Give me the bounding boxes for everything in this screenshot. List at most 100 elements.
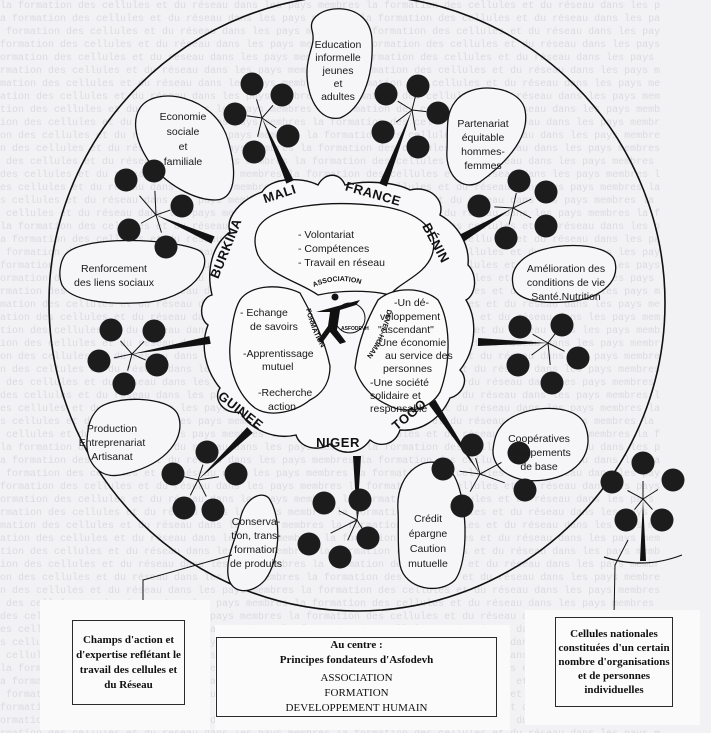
field-label-line: Artisanat	[91, 451, 133, 463]
field-label-line: Entreprenariat	[79, 437, 146, 449]
cell-tree	[459, 169, 558, 250]
cell-tree	[477, 313, 590, 395]
petal-right-text-line: -Une économie	[375, 337, 446, 349]
field-label-line: de base	[520, 461, 558, 473]
tree-branch	[512, 193, 517, 209]
field-bubble-education	[306, 8, 373, 119]
member-dot	[297, 532, 321, 556]
member-dot	[494, 226, 518, 250]
member-dot	[374, 82, 398, 106]
member-dot	[614, 508, 638, 532]
outer-circle	[48, 0, 666, 612]
legend-sample-tree-icon	[600, 451, 685, 564]
field-bubble-conservation	[227, 494, 279, 592]
field-label-line: Coopératives	[508, 433, 570, 445]
tree-branch	[189, 479, 199, 496]
legend-cells-line: nombre d'organisations	[558, 656, 670, 668]
tree-trunk	[353, 456, 361, 520]
legend-cells-line: individuelles	[584, 684, 644, 696]
member-dot	[650, 508, 674, 532]
connector-right	[613, 539, 629, 618]
field-bubble-credit	[397, 461, 466, 590]
petal-right	[354, 289, 449, 411]
member-dot	[312, 491, 336, 515]
member-dot	[426, 101, 450, 125]
legend-box-fields: Champs d'action et d'expertise reflétant…	[72, 620, 185, 705]
field-label-line: hommes-	[461, 146, 505, 158]
member-dot	[142, 159, 166, 183]
member-dot	[631, 451, 655, 475]
field-label-line: équitable	[462, 132, 505, 144]
tree-branch	[395, 109, 413, 123]
member-dot	[99, 318, 123, 342]
petal-left-text-line: -Apprentissage	[243, 348, 314, 360]
field-label-line: des liens sociaux	[74, 277, 155, 289]
tree-branch	[411, 109, 416, 131]
tree-branch	[131, 341, 145, 355]
tree-branch	[131, 353, 146, 361]
legend-center-subtitle: Principes fondateurs d'Asfodevh	[279, 654, 434, 666]
member-dot	[117, 218, 141, 242]
member-dot	[540, 371, 564, 395]
member-dot	[276, 124, 300, 148]
member-dot	[142, 319, 166, 343]
field-label-line: et	[179, 141, 188, 153]
member-dot	[201, 498, 225, 522]
member-dot	[161, 462, 185, 486]
petal-top-text-line: - Compétences	[298, 243, 369, 255]
member-dot	[534, 180, 558, 204]
member-dot	[371, 120, 395, 144]
field-label-line: Conserva-	[232, 516, 281, 528]
member-dot	[195, 440, 219, 464]
legend-fields-line: travail des cellules et	[79, 663, 178, 676]
legend-cells-line: et de personnes	[577, 670, 651, 682]
tree-branch	[257, 117, 263, 137]
tree-branch	[512, 207, 532, 219]
tree-branch	[479, 473, 505, 484]
petal-top-text-line: - Travail en réseau	[298, 257, 385, 269]
tree-trunk	[428, 399, 480, 474]
tree-branch	[261, 117, 277, 129]
cell-tree	[161, 427, 253, 522]
member-dot	[600, 470, 624, 494]
tree-branch	[139, 195, 157, 216]
logo-caption: ASFODEVH	[341, 326, 369, 332]
member-dot	[566, 346, 590, 370]
field-label-line: Groupements	[507, 447, 571, 459]
petal-left	[229, 286, 331, 414]
field-label-line: épargne	[409, 528, 448, 540]
tree-branch	[256, 99, 263, 119]
tree-branch	[197, 479, 207, 497]
tree-branch	[397, 100, 413, 111]
tree-branch	[184, 476, 199, 481]
legend-cells-line: constituées d'un certain	[558, 642, 670, 654]
member-dot	[450, 494, 474, 518]
legend-fields-line: Champs d'action et	[82, 633, 175, 646]
member-dot	[242, 140, 266, 164]
tree-branch	[411, 96, 416, 111]
tree-trunk	[198, 427, 253, 480]
field-label-line: et	[334, 78, 343, 90]
petal-top	[254, 203, 435, 296]
field-bubble-partenariat	[446, 87, 527, 186]
tree-branch	[547, 342, 565, 352]
tree-branch	[547, 342, 551, 366]
field-label-line: femmes	[464, 160, 501, 172]
cell-tree	[428, 399, 537, 518]
member-dot	[661, 468, 685, 492]
tree-branch	[197, 464, 204, 481]
field-label-line: Amélioration des	[527, 263, 605, 275]
tree-branch	[127, 353, 133, 371]
legend-box-center: Au centre : Principes fondateurs d'Asfod…	[216, 637, 497, 717]
tree-branch	[469, 473, 481, 492]
member-dot	[460, 433, 484, 457]
tree-branch	[330, 519, 358, 534]
tree-branch	[154, 190, 157, 216]
member-dot	[223, 102, 247, 126]
tree-branch	[475, 457, 481, 475]
tree-trunk	[459, 208, 513, 242]
field-label-line: informelle	[315, 52, 361, 64]
field-label-line: Caution	[410, 543, 446, 555]
tree-branch	[197, 476, 219, 481]
